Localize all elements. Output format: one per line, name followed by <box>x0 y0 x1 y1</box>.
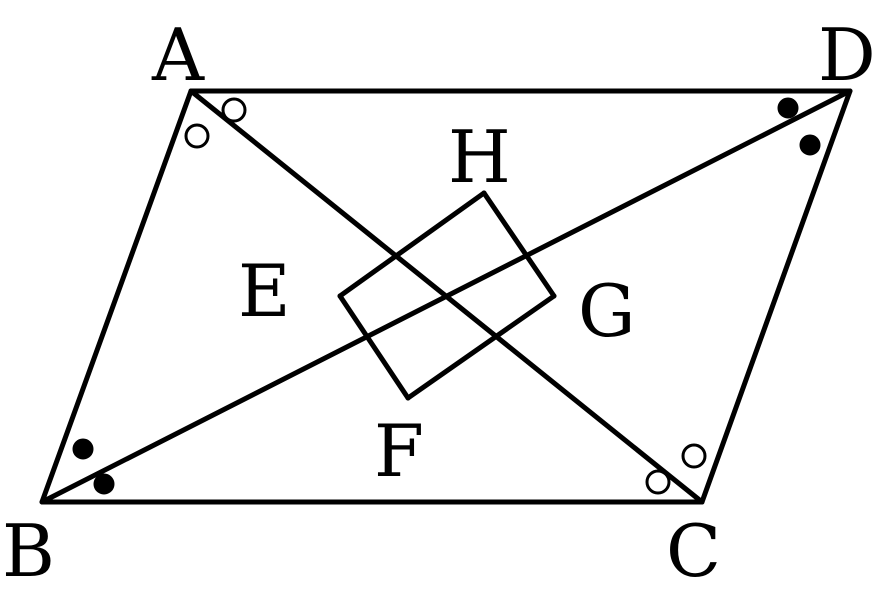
angle-mark-c-1 <box>681 443 707 469</box>
segment-h-g <box>481 190 557 299</box>
segment-b-d <box>39 88 853 505</box>
label-d: D <box>818 13 876 97</box>
label-h: H <box>448 115 511 199</box>
angle-mark-d-1 <box>777 97 799 119</box>
label-c: C <box>666 509 721 593</box>
segment-f-g <box>405 293 557 401</box>
angle-mark-a-1 <box>221 97 247 123</box>
label-g: G <box>578 269 636 353</box>
label-b: B <box>2 509 55 593</box>
angle-mark-b-1 <box>72 438 94 460</box>
angle-mark-c-2 <box>645 469 671 495</box>
label-e: E <box>238 249 291 333</box>
label-f: F <box>374 409 424 493</box>
segment-e-f <box>337 293 411 401</box>
label-a: A <box>151 13 205 97</box>
segment-e-h <box>337 190 487 299</box>
angle-mark-b-2 <box>93 473 115 495</box>
angle-mark-d-2 <box>799 134 821 156</box>
angle-mark-a-2 <box>184 123 210 149</box>
